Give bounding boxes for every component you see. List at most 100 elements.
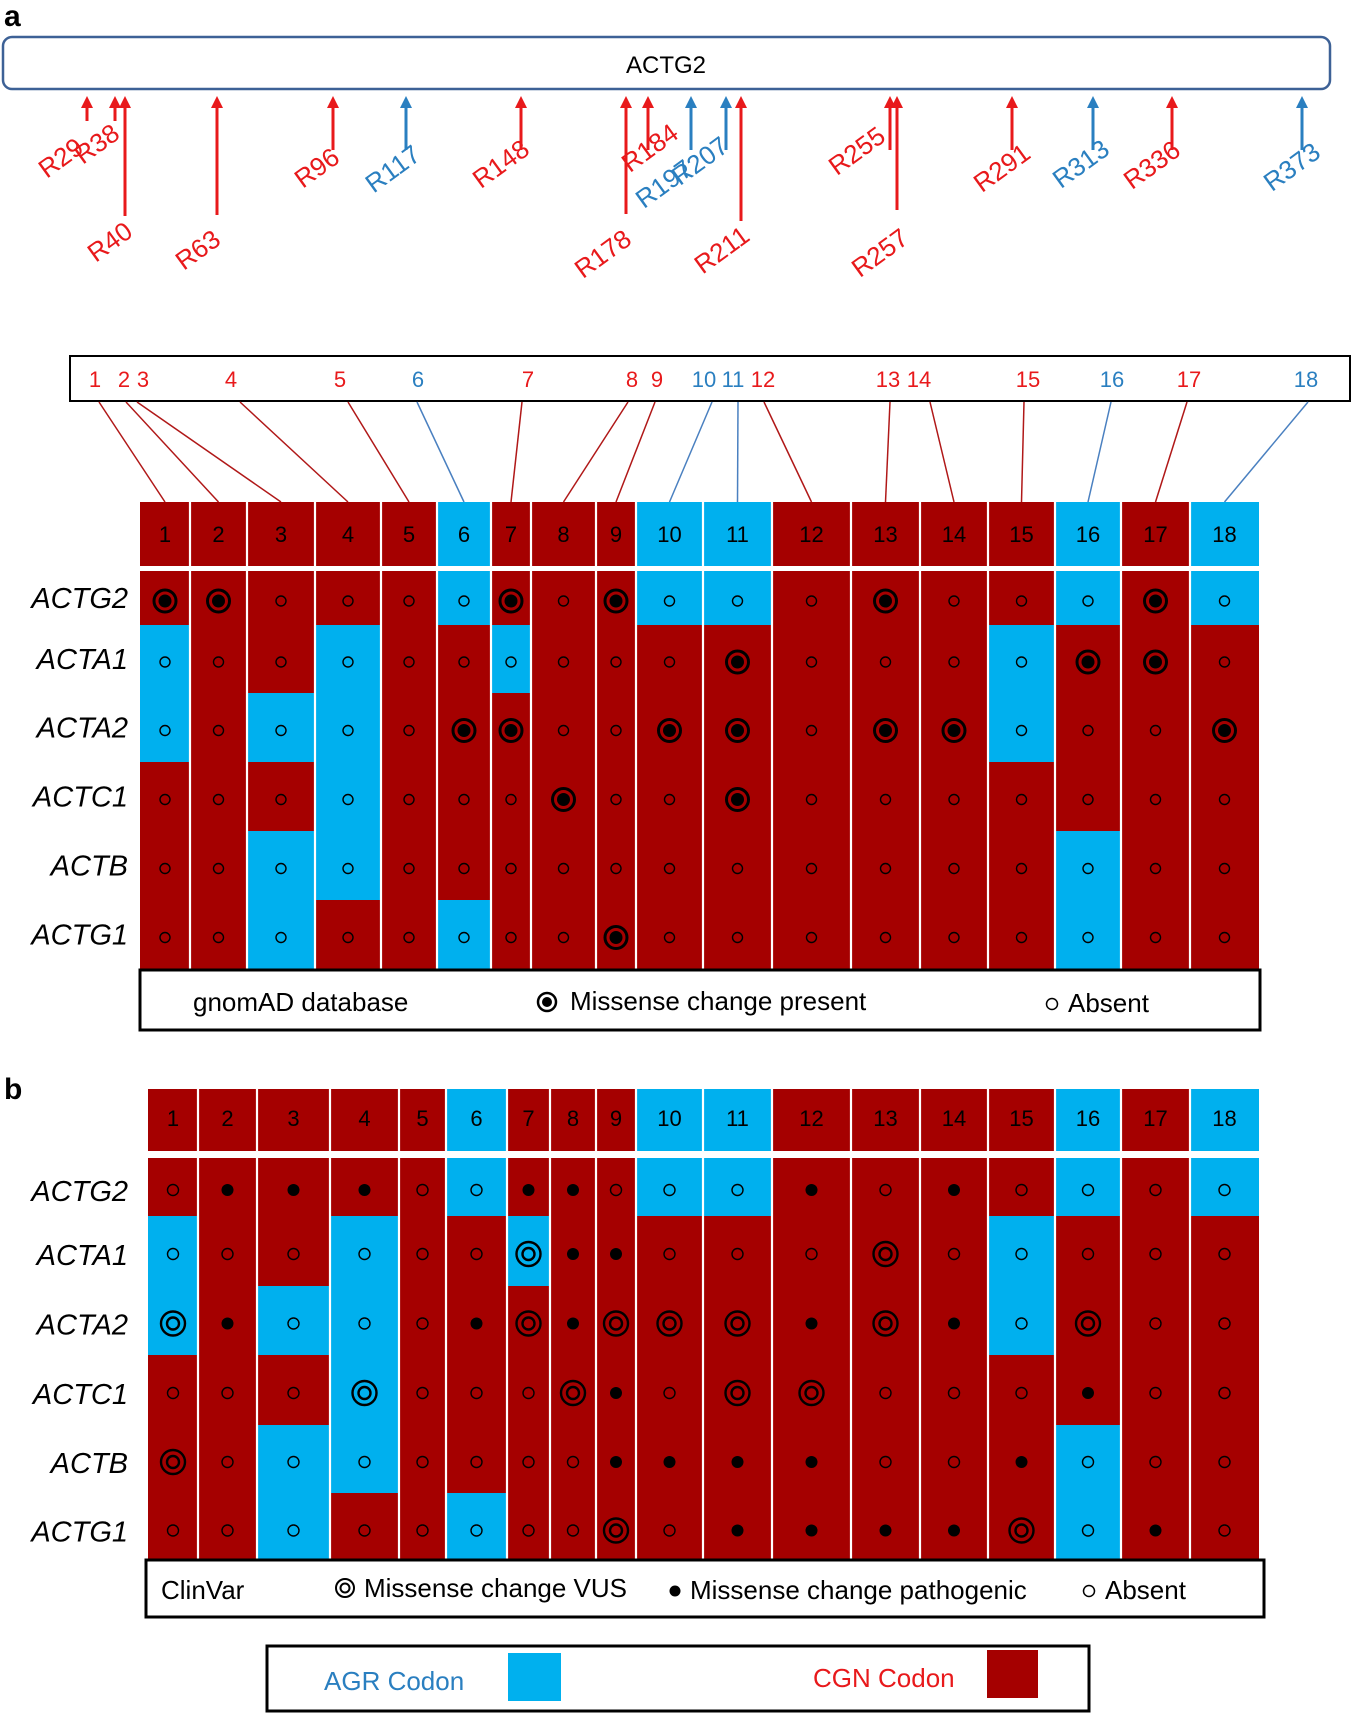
column-header-label: 15 [1009,1106,1033,1131]
missense-present-marker [941,718,967,743]
column-header-cell [381,502,437,566]
codon-cell [1190,1216,1259,1287]
codon-cell [437,625,491,694]
missense-present-marker [152,588,178,614]
column-header-cell [148,1089,198,1151]
codon-cell [636,1493,703,1563]
column-header-label: 17 [1143,522,1167,547]
missense-vus-marker [515,1240,542,1268]
gene-row-label: ACTA2 [35,1310,128,1342]
missense-present-marker [206,588,231,614]
codon-cell [446,1158,507,1217]
absent-marker [1218,862,1231,875]
connector-line [929,401,955,503]
column-header-label: 2 [212,522,224,547]
absent-marker [221,1524,234,1537]
missense-pathogenic-marker [610,1387,622,1399]
codon-cell [381,625,437,694]
codon-cell [1055,900,1121,970]
agr-codon-label: AGR Codon [324,1666,464,1696]
missense-present-marker-dot [457,724,471,737]
column-header-cell [330,1089,399,1151]
absent-marker [287,1524,300,1537]
absent-marker [663,862,676,875]
absent-marker [663,1183,676,1197]
codon-cell [257,1425,330,1494]
codon-cell [772,900,851,970]
absent-marker [403,595,415,607]
absent-marker [879,1455,892,1469]
missense-present-marker [725,718,750,743]
missense-vus-marker-inner [565,1385,581,1401]
missense-vus-marker [159,1310,187,1337]
absent-marker [1081,1247,1095,1261]
absent-marker [1081,1183,1095,1197]
missense-pathogenic-marker [805,1317,818,1330]
absent-marker [275,595,287,607]
absent-marker [1015,1247,1028,1261]
absent-marker [731,1183,744,1197]
codon-cell [1190,571,1259,626]
residue-arrow-head [211,96,223,108]
missense-vus-marker [351,1379,378,1407]
codon-cell [920,1216,988,1287]
missense-present-marker-dot [1081,655,1095,669]
gene-row-label: ACTG1 [29,920,128,952]
codon-cell [315,625,381,694]
absent-marker [879,1183,892,1197]
absent-marker [159,724,171,737]
codon-cell [330,1286,399,1356]
codon-cell [198,1355,257,1426]
missense-vus-marker [872,1240,899,1268]
absent-marker [416,1183,429,1197]
absent-marker [505,931,517,944]
column-header-cell [507,1089,550,1151]
column-header-cell [636,1089,703,1151]
connector-line [615,401,656,503]
missense-vus-marker [159,1448,187,1476]
missense-present-marker-dot [731,793,744,806]
codon-cell [851,762,920,832]
residue-index-label: 4 [225,367,237,392]
missense-present-marker [498,718,524,743]
missense-present-marker-dot [1149,594,1162,608]
residue-index-label: 17 [1177,367,1201,392]
connector-line [1020,401,1025,503]
gene-bar-label: ACTG2 [626,52,706,79]
residue-arrow-head [642,96,654,108]
clinvar-legend-box [144,1558,1266,1619]
absent-marker [212,793,225,806]
absent-marker [948,931,960,944]
missense-vus-marker-inner [608,1316,624,1331]
connector-line [98,401,166,503]
missense-vus-marker-inner [878,1246,893,1262]
codon-cell [851,1216,920,1287]
codon-cell [491,762,531,832]
absent-marker [1218,1317,1231,1330]
connector-line [736,401,739,503]
column-header-cell [1055,1089,1121,1151]
absent-marker [948,656,960,668]
absent-marker [275,862,287,875]
absent-marker [663,1524,676,1537]
column-header-cell [772,502,851,566]
codon-cell [596,693,636,763]
absent-marker [505,793,517,806]
codon-cell [247,762,315,832]
missense-pathogenic-marker [287,1184,300,1196]
absent-marker [522,1524,535,1537]
absent-marker [1015,1386,1028,1400]
gnomad-legend-box [138,968,1262,1032]
missense-present-marker [603,588,629,614]
absent-marker [1218,595,1231,607]
missense-pathogenic-marker [879,1524,892,1537]
connector-line [562,401,629,503]
missense-present-marker [603,925,629,950]
column-header-label: 14 [942,522,966,547]
column-header-label: 14 [942,1106,966,1131]
codon-cell [636,900,703,970]
codon-cell [1190,831,1259,901]
connector-line [1087,401,1112,503]
missense-vus-marker-inner [804,1385,819,1401]
missense-vus-marker-inner [521,1316,536,1331]
